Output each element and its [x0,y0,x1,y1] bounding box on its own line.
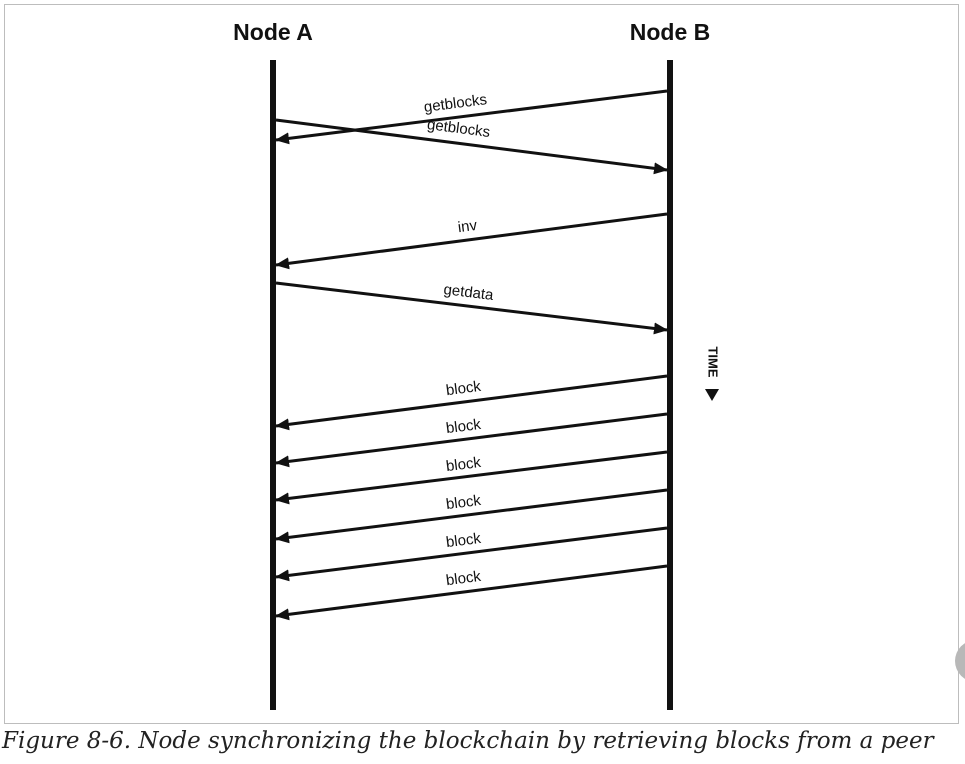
diagram-container [4,4,959,724]
message-arrow [275,526,668,582]
time-label: TIME [706,346,721,377]
message-label: block [445,378,482,399]
node-a-title: Node A [233,19,313,45]
message-arrow [275,488,668,544]
message-arrow [275,564,668,621]
message-label: getblocks [426,116,491,141]
time-indicator: TIME [706,346,721,377]
message-label: block [445,568,482,589]
message-arrow [275,412,668,468]
time-arrow-icon [705,389,719,401]
message-label: getdata [443,281,495,304]
message-arrow [275,118,668,175]
message-label: block [445,530,482,551]
message-arrow [275,212,668,270]
message-label: inv [457,217,479,236]
message-arrow [275,89,668,145]
message-label: getblocks [423,91,488,116]
message-label: block [445,454,482,475]
message-arrow [275,374,668,431]
node-b-title: Node B [630,19,711,45]
message-arrow [275,281,668,335]
message-label: block [445,416,482,437]
side-tab[interactable] [955,640,965,682]
figure-caption: Figure 8-6. Node synchronizing the block… [2,728,934,754]
message-arrow [275,450,668,505]
message-label: block [445,492,482,513]
